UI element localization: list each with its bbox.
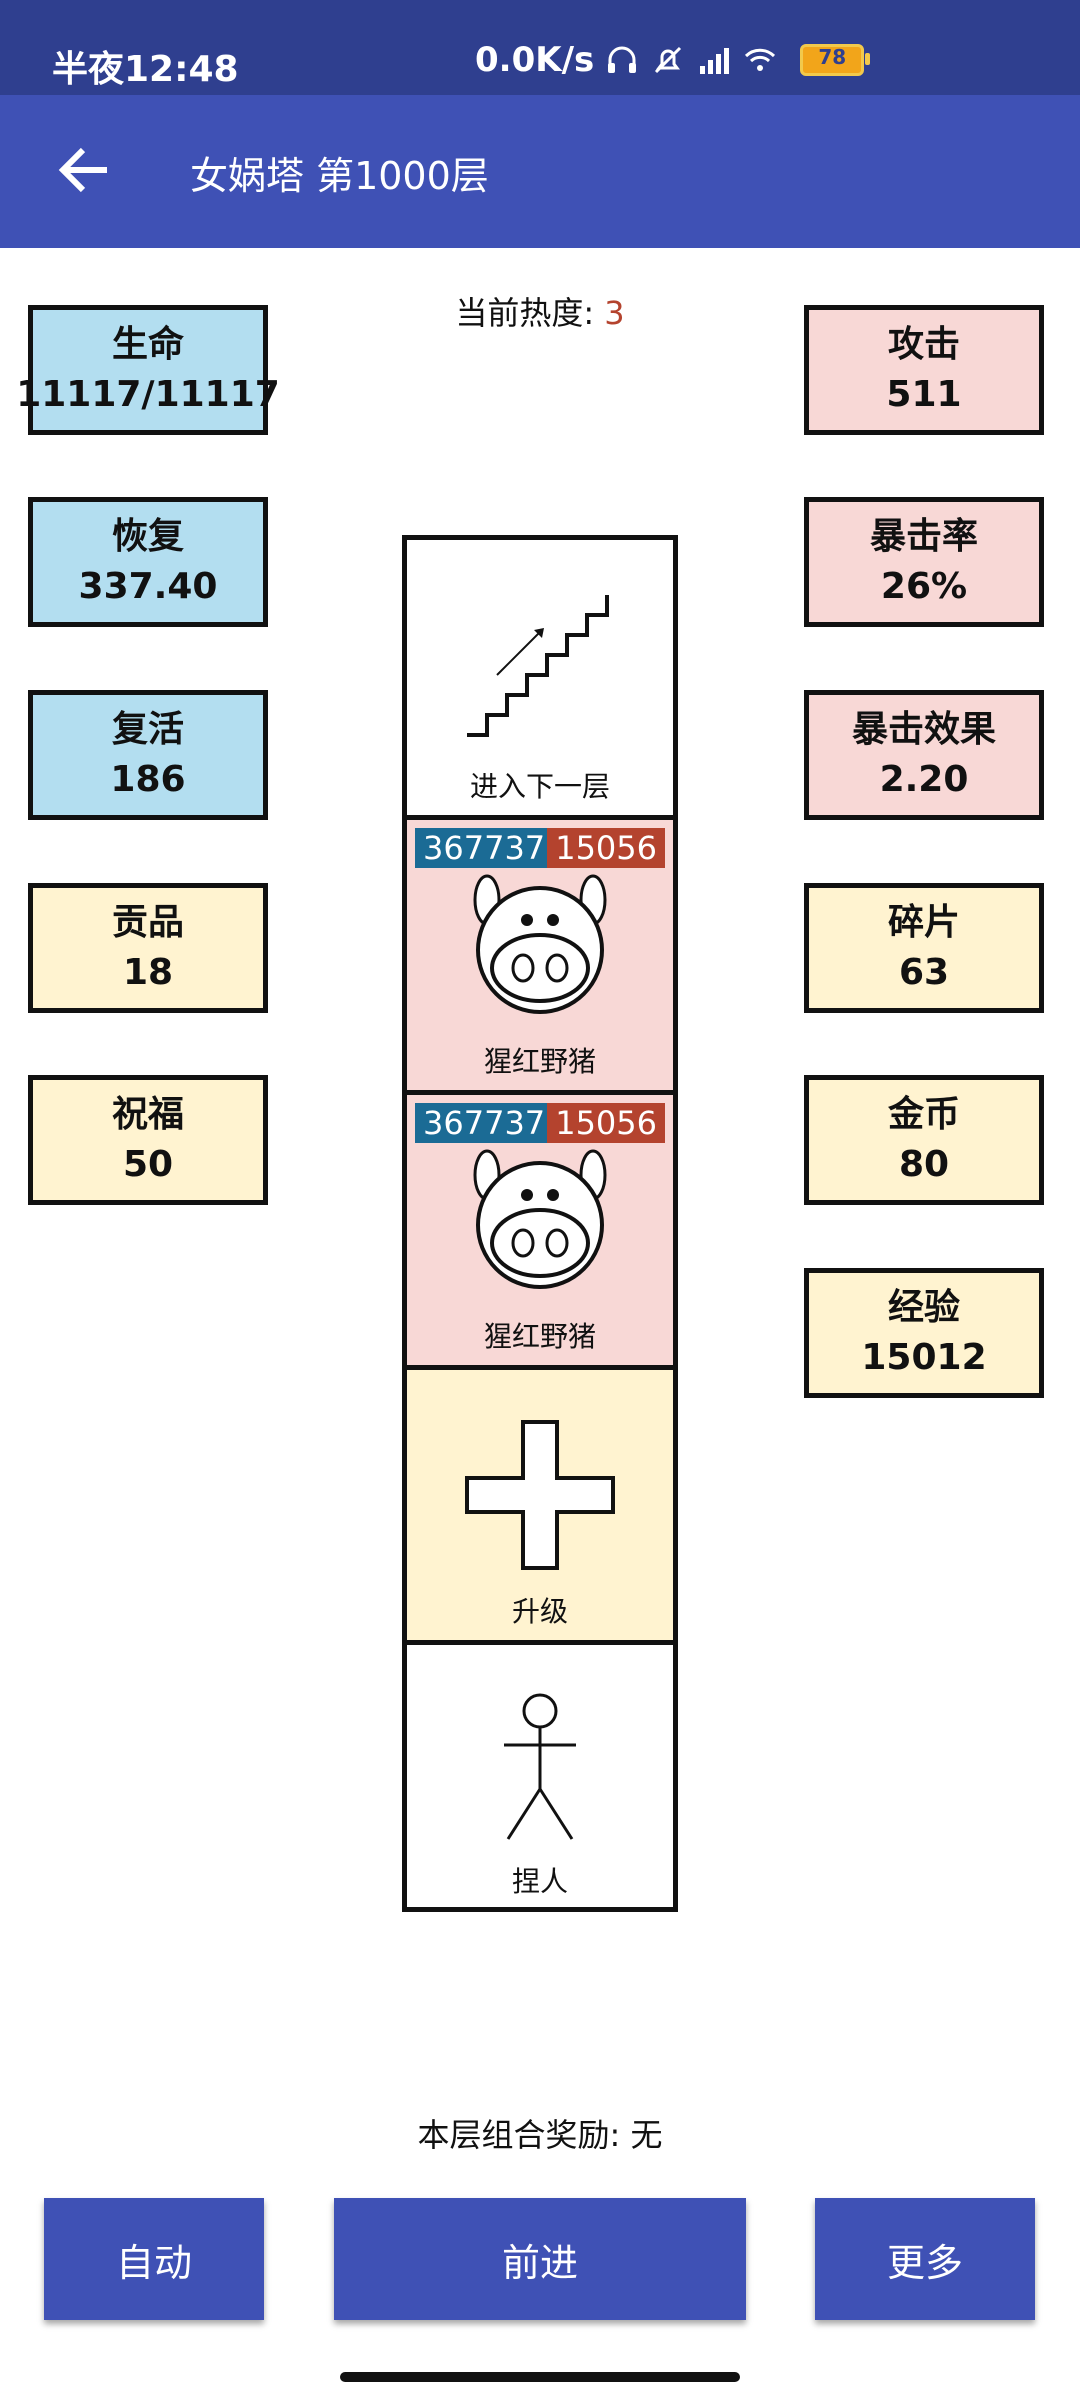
floor-reward: 本层组合奖励: 无 <box>417 2116 663 2154</box>
stat-value: 80 <box>898 1144 950 1185</box>
monster-name: 猩红野猪 <box>483 1320 596 1353</box>
heat-label: 当前热度: <box>455 294 605 332</box>
boar-icon <box>473 874 607 1014</box>
stat-label: 祝福 <box>111 1094 184 1135</box>
battery-level: 78 <box>818 45 847 69</box>
monster-cell[interactable]: 367737 15056 猩红野猪 <box>407 1090 673 1365</box>
stat-value: 511 <box>886 374 962 415</box>
more-button[interactable]: 更多 <box>815 2198 1035 2320</box>
upgrade-label: 升级 <box>511 1595 568 1628</box>
next-floor-cell[interactable]: 进入下一层 <box>407 540 673 815</box>
heat-value: 3 <box>604 294 625 332</box>
stat-value: 26% <box>880 566 968 607</box>
stat-value: 15012 <box>861 1337 987 1378</box>
stat-label: 金币 <box>887 1094 960 1135</box>
heat-indicator: 当前热度: 3 <box>0 288 1080 334</box>
stat-value: 337.40 <box>78 566 218 607</box>
stat-label: 暴击效果 <box>851 709 996 750</box>
status-icons: 0.0K/s 78 <box>475 40 871 80</box>
app-bar: 女娲塔 第1000层 <box>0 95 1080 248</box>
stat-tribute: 贡品 18 <box>28 883 268 1013</box>
stat-label: 攻击 <box>887 324 960 365</box>
wifi-icon <box>745 48 776 71</box>
home-indicator[interactable] <box>340 2372 740 2382</box>
stat-gold: 金币 80 <box>804 1075 1044 1205</box>
monster-atk-badge: 15056 <box>547 1103 665 1143</box>
stat-label: 贡品 <box>111 902 184 943</box>
stick-figure-icon <box>504 1693 576 1840</box>
stat-experience: 经验 15012 <box>804 1268 1044 1398</box>
stat-attack: 攻击 511 <box>804 305 1044 435</box>
monster-hp-badge: 367737 <box>415 1103 554 1143</box>
monster-name: 猩红野猪 <box>483 1045 596 1078</box>
status-bar: 半夜12:48 0.0K/s 78 <box>0 0 1080 95</box>
stat-crit-effect: 暴击效果 2.20 <box>804 690 1044 820</box>
plus-icon <box>465 1420 615 1570</box>
stat-fragments: 碎片 63 <box>804 883 1044 1013</box>
stat-label: 碎片 <box>887 902 960 943</box>
stat-life: 生命 11117/11117 <box>16 305 280 435</box>
signal-icon <box>700 48 730 74</box>
stat-crit-rate: 暴击率 26% <box>804 497 1044 627</box>
battery-icon: 78 <box>800 44 871 76</box>
stat-recover: 恢复 337.40 <box>28 497 268 627</box>
boar-icon <box>473 1149 607 1289</box>
stairs-icon <box>467 595 609 737</box>
stat-value: 18 <box>122 952 174 993</box>
forward-button[interactable]: 前进 <box>334 2198 746 2320</box>
monster-cell[interactable]: 367737 15056 猩红野猪 <box>407 815 673 1090</box>
stat-revive: 复活 186 <box>28 690 268 820</box>
tower-column: 进入下一层 367737 15056 猩红野猪 367737 15056 猩 <box>402 535 678 1912</box>
monster-atk-badge: 15056 <box>547 828 665 868</box>
page-title: 女娲塔 第1000层 <box>190 154 489 198</box>
stat-value: 63 <box>898 952 950 993</box>
back-arrow-icon[interactable] <box>55 140 115 200</box>
headphones-icon <box>608 46 637 73</box>
next-floor-label: 进入下一层 <box>469 770 610 803</box>
character-cell[interactable]: 捏人 <box>407 1640 673 1907</box>
monster-hp-badge: 367737 <box>415 828 554 868</box>
stat-value: 50 <box>122 1144 174 1185</box>
stat-label: 经验 <box>887 1287 960 1328</box>
stat-label: 复活 <box>111 709 184 750</box>
character-label: 捏人 <box>511 1865 568 1898</box>
upgrade-cell[interactable]: 升级 <box>407 1365 673 1640</box>
stat-label: 生命 <box>111 324 184 365</box>
auto-button[interactable]: 自动 <box>44 2198 264 2320</box>
stat-value: 11117/11117 <box>16 374 280 415</box>
stat-blessing: 祝福 50 <box>28 1075 268 1205</box>
stat-value: 186 <box>110 759 186 800</box>
stat-label: 恢复 <box>111 516 184 557</box>
stat-value: 2.20 <box>879 759 969 800</box>
network-speed: 0.0K/s <box>475 40 595 80</box>
stat-label: 暴击率 <box>869 516 978 557</box>
mute-bell-icon <box>655 46 682 74</box>
status-time: 半夜12:48 <box>52 49 239 90</box>
